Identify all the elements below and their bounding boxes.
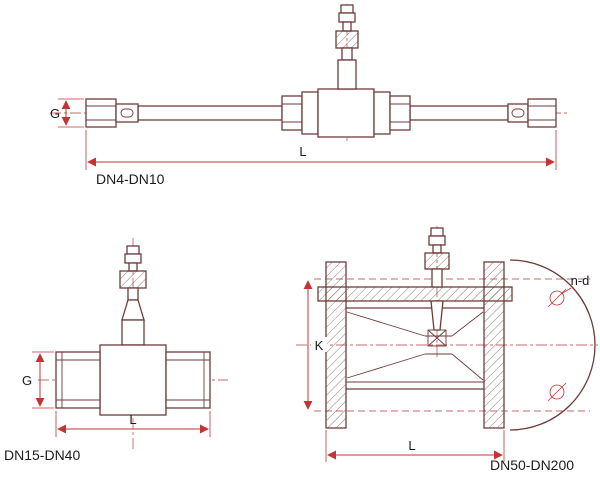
- dimension-nd: n-d: [560, 273, 590, 295]
- dimension-g: G: [50, 98, 84, 128]
- l-label: L: [129, 412, 136, 427]
- meter-body: [55, 344, 211, 416]
- view-dn50-dn200: K n-d L DN50-DN200: [296, 226, 598, 473]
- right-flange: [483, 261, 505, 429]
- k-label: K: [315, 338, 324, 353]
- flange-outline-arc: [509, 259, 596, 431]
- dimension-l: L: [55, 411, 211, 437]
- dimension-l: L: [325, 430, 505, 462]
- view-dn4-dn10: G L DN4-DN10: [50, 4, 568, 187]
- sensor-assembly: [119, 245, 147, 346]
- right-end-fitting: [507, 98, 557, 128]
- view-dn15-dn40: G L DN15-DN40: [4, 238, 228, 463]
- bolt-hole-bottom: [549, 384, 565, 400]
- meter-body: [281, 88, 411, 138]
- caption-dn4-dn10: DN4-DN10: [96, 171, 165, 187]
- right-pipe: [409, 105, 509, 121]
- nd-label: n-d: [571, 273, 590, 288]
- l-label: L: [299, 144, 306, 159]
- sensor-assembly: [424, 227, 450, 331]
- dimension-k: K: [303, 280, 327, 410]
- sensor-assembly: [335, 4, 359, 90]
- meter-body-section: [346, 307, 484, 390]
- g-label: G: [50, 106, 60, 121]
- left-pipe: [137, 105, 283, 121]
- bolt-hole-top: [549, 290, 565, 306]
- caption-dn15-dn40: DN15-DN40: [4, 447, 80, 463]
- top-mounting-plate: [317, 286, 513, 302]
- l-label: L: [408, 438, 415, 453]
- dimension-g: G: [22, 351, 54, 409]
- g-label: G: [22, 373, 32, 388]
- dimension-l: L: [85, 130, 557, 170]
- flange-end-view: [509, 259, 596, 431]
- caption-dn50-dn200: DN50-DN200: [490, 457, 574, 473]
- left-end-fitting: [85, 98, 139, 128]
